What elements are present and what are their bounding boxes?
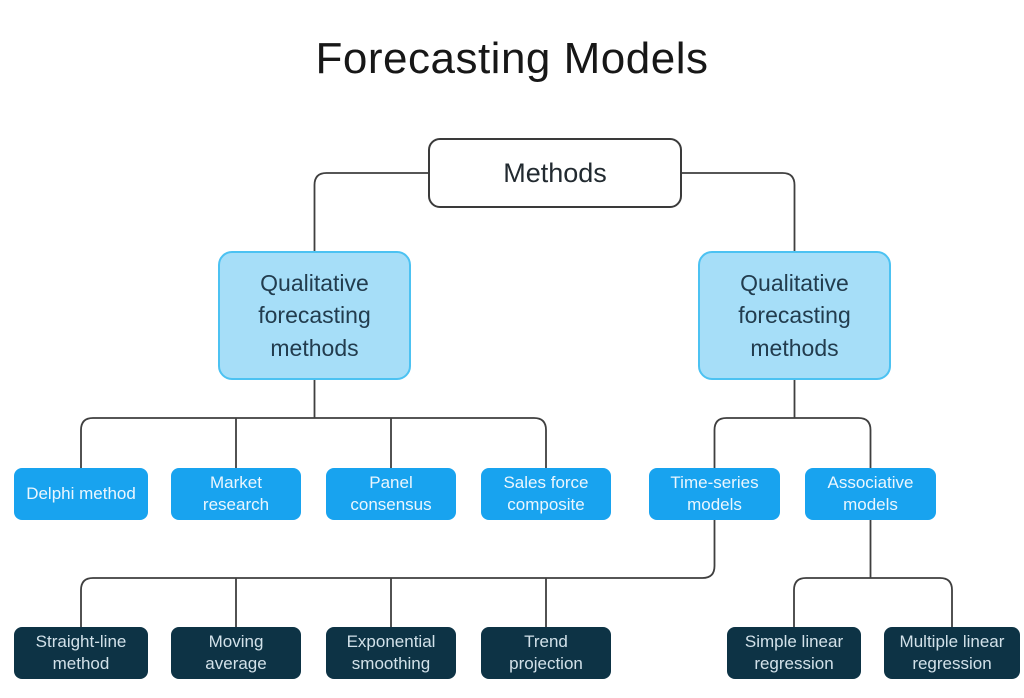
- node-time-series-models: Time-series models: [649, 468, 780, 520]
- node-moving-average: Moving average: [171, 627, 301, 679]
- connector-right-bus: [713, 417, 872, 468]
- connector-bottom-right-bus: [793, 577, 953, 627]
- node-panel-consensus: Panel consensus: [326, 468, 456, 520]
- connector-timeseries-bus: [80, 520, 716, 627]
- node-simple-linear-regression: Simple linear regression: [727, 627, 861, 679]
- connector-root-right: [682, 172, 796, 251]
- node-methods: Methods: [428, 138, 682, 208]
- node-delphi-method: Delphi method: [14, 468, 148, 520]
- node-trend-projection: Trend projection: [481, 627, 611, 679]
- node-market-research: Market research: [171, 468, 301, 520]
- connector-left-bus: [80, 417, 547, 468]
- node-qualitative-forecasting-methods-right: Qualitative forecasting methods: [698, 251, 891, 380]
- page-title: Forecasting Models: [315, 34, 709, 83]
- node-multiple-linear-regression: Multiple linear regression: [884, 627, 1020, 679]
- node-sales-force-composite: Sales force composite: [481, 468, 611, 520]
- node-straight-line-method: Straight-line method: [14, 627, 148, 679]
- node-qualitative-forecasting-methods-left: Qualitative forecasting methods: [218, 251, 411, 380]
- node-exponential-smoothing: Exponential smoothing: [326, 627, 456, 679]
- node-associative-models: Associative models: [805, 468, 936, 520]
- connector-root-left: [313, 172, 428, 251]
